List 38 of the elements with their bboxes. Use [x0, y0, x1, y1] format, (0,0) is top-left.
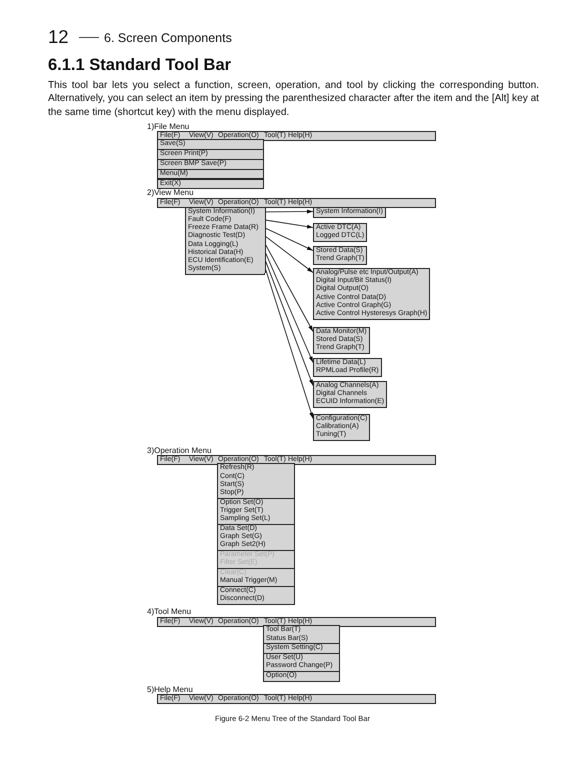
menu-group — [313, 358, 382, 377]
arrow — [265, 228, 314, 251]
menu-group — [217, 586, 295, 606]
menu-group — [217, 568, 295, 588]
menu-heading: 2)View Menu — [147, 188, 194, 197]
menu-group — [217, 463, 295, 499]
arrow — [265, 220, 314, 229]
menu-heading: 3)Operation Menu — [147, 446, 212, 455]
dropdown-menu — [185, 206, 265, 275]
menu-group — [313, 381, 388, 408]
arrow — [265, 244, 314, 332]
section-title: 6.1.1 Standard Tool Bar — [48, 56, 232, 75]
menu-bar — [157, 617, 436, 627]
page-number: 12 — [48, 26, 69, 48]
menu-heading: 4)Tool Menu — [147, 606, 192, 616]
menu-group — [313, 223, 368, 242]
menu-bar — [157, 131, 436, 141]
arrow — [265, 268, 314, 419]
intro-paragraph: This tool bar lets you select a function, screen, operation, and tool by clicking the corresponding button. Alternatively, you can select an item by pressing the parenthesized character after the item and the [Alt] key at the same time (shortcut key) with the menu displayed. — [48, 78, 539, 120]
menu-group — [313, 414, 370, 442]
arrow — [265, 252, 314, 363]
menu-heading: 5)Help Menu — [147, 684, 193, 694]
arrow — [265, 236, 314, 273]
menu-group — [313, 246, 368, 265]
menu-group — [313, 268, 430, 320]
menu-group — [313, 327, 370, 354]
menu-group — [263, 625, 340, 644]
menu-bar — [157, 694, 436, 704]
menu-bar — [157, 198, 436, 208]
arrow — [265, 260, 314, 386]
arrow — [265, 210, 314, 214]
menu-group — [263, 653, 340, 672]
menu-group — [217, 498, 295, 525]
menu-bar — [157, 455, 436, 465]
chapter-heading: 6. Screen Components — [104, 30, 232, 45]
menu-group — [217, 524, 295, 552]
menu-heading: 1)File Menu — [147, 122, 190, 131]
menu-group — [217, 550, 295, 570]
